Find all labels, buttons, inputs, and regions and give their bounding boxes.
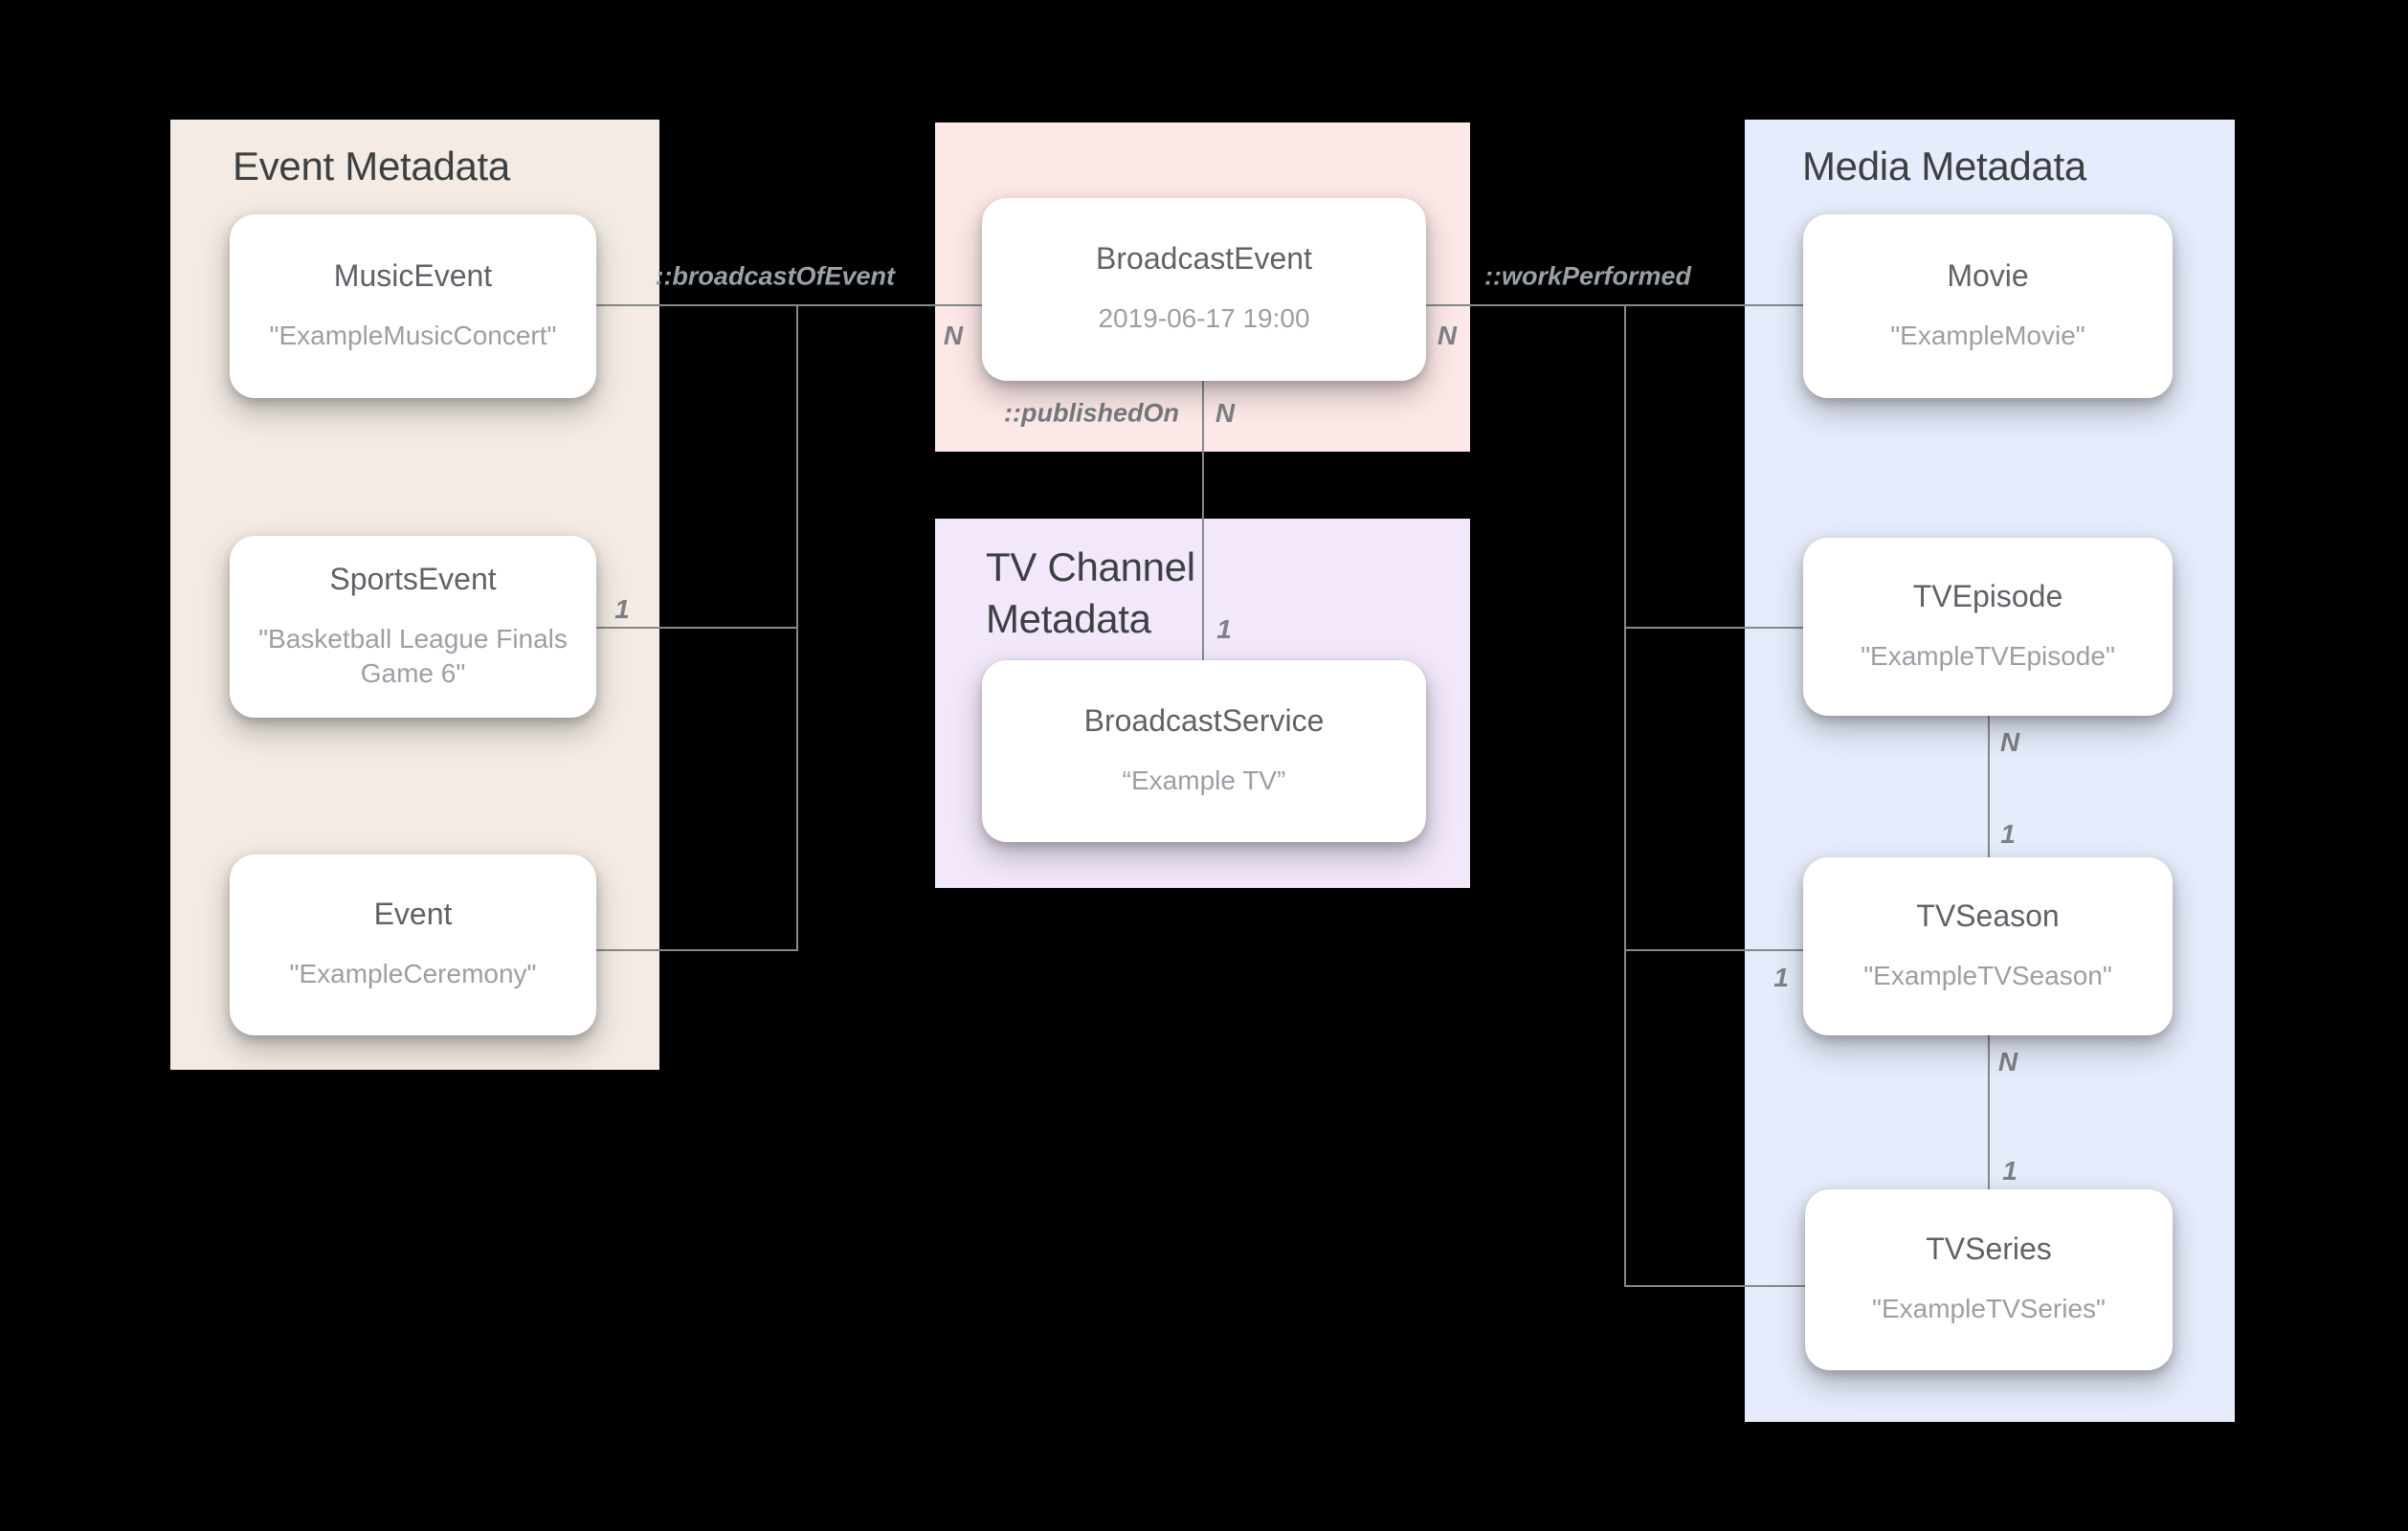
cardinality-publishedon-1: 1: [1216, 614, 1232, 644]
cardinality-broadcastevent-right-n: N: [1437, 321, 1458, 350]
entity-card-tvseries: TVSeries "ExampleTVSeries": [1805, 1189, 2173, 1370]
relation-label-workperformed: ::workPerformed: [1484, 261, 1692, 291]
line-junction-to-tvseason: [1624, 949, 1803, 951]
line-broadcastevent-to-broadcastservice: [1202, 381, 1204, 660]
line-sportsevent-to-junction: [596, 627, 796, 629]
entity-title: Movie: [1947, 257, 2029, 293]
relation-label-publishedon: ::publishedOn: [1004, 398, 1179, 428]
event-metadata-panel-title: Event Metadata: [233, 144, 510, 189]
line-musicevent-to-broadcastevent: [596, 304, 982, 306]
cardinality-sportsevent-1: 1: [614, 594, 630, 624]
line-broadcastevent-to-movie: [1426, 304, 1803, 306]
entity-card-broadcastservice: BroadcastService “Example TV”: [982, 660, 1426, 842]
entity-card-tvepisode: TVEpisode "ExampleTVEpisode": [1803, 538, 2173, 716]
line-tvepisode-to-tvseason: [1988, 716, 1990, 857]
entity-subtitle: “Example TV”: [1122, 765, 1286, 795]
entity-subtitle: "Basketball League Finals Game 6": [258, 623, 568, 689]
entity-title: SportsEvent: [329, 561, 497, 596]
line-tvseason-to-tvseries: [1988, 1035, 1990, 1189]
entity-card-sportsevent: SportsEvent "Basketball League Finals Ga…: [230, 536, 596, 718]
cardinality-season-series-1: 1: [2002, 1156, 2018, 1186]
entity-subtitle: "ExampleMovie": [1890, 320, 2085, 350]
entity-title: MusicEvent: [333, 257, 493, 293]
entity-card-musicevent: MusicEvent "ExampleMusicConcert": [230, 214, 596, 398]
cardinality-season-series-n: N: [1997, 1047, 2018, 1076]
line-right-junction-vertical: [1624, 304, 1626, 1287]
entity-title: TVSeason: [1916, 898, 2060, 933]
entity-subtitle: "ExampleTVSeries": [1872, 1294, 2106, 1324]
media-metadata-panel-title: Media Metadata: [1802, 144, 2086, 189]
entity-title: BroadcastService: [1083, 702, 1325, 738]
line-left-junction-vertical: [796, 304, 798, 951]
entity-card-broadcastevent: BroadcastEvent 2019-06-17 19:00: [982, 198, 1426, 381]
entity-card-event: Event "ExampleCeremony": [230, 854, 596, 1035]
entity-subtitle: "ExampleTVEpisode": [1861, 640, 2115, 671]
entity-card-movie: Movie "ExampleMovie": [1803, 214, 2173, 398]
tv-channel-metadata-panel-title: TV Channel Metadata: [986, 544, 1195, 641]
relation-label-broadcastofevent: ::broadcastOfEvent: [655, 261, 895, 291]
entity-title: BroadcastEvent: [1096, 241, 1312, 277]
cardinality-tvseason-left-1: 1: [1773, 963, 1789, 992]
entity-subtitle: 2019-06-17 19:00: [1098, 303, 1310, 334]
entity-title: TVEpisode: [1912, 578, 2063, 613]
cardinality-publishedon-n: N: [1215, 398, 1236, 428]
entity-card-tvseason: TVSeason "ExampleTVSeason": [1803, 857, 2173, 1035]
entity-subtitle: "ExampleCeremony": [289, 959, 537, 989]
entity-title: Event: [373, 897, 453, 932]
cardinality-broadcastevent-left-n: N: [943, 321, 964, 350]
line-event-to-junction: [596, 949, 796, 951]
entity-subtitle: "ExampleTVSeason": [1863, 960, 2112, 990]
cardinality-episode-season-n: N: [1999, 727, 2020, 757]
line-junction-to-tvseries: [1624, 1285, 1805, 1287]
line-junction-to-tvepisode: [1624, 627, 1803, 629]
cardinality-episode-season-1: 1: [2000, 819, 2016, 849]
entity-subtitle: "ExampleMusicConcert": [269, 320, 557, 350]
entity-title: TVSeries: [1926, 1231, 2052, 1267]
